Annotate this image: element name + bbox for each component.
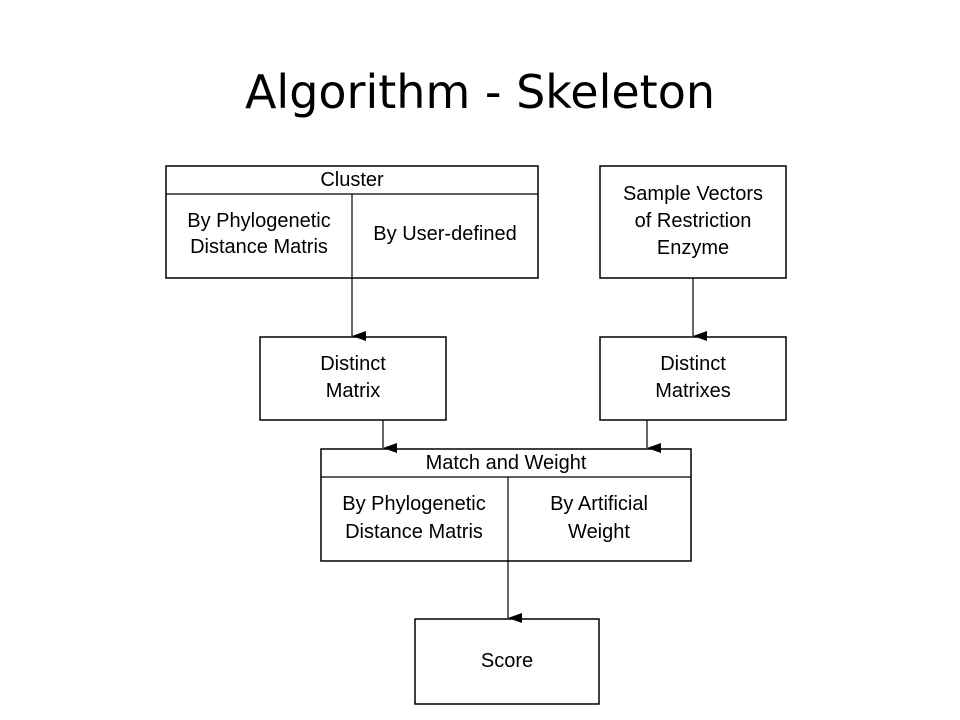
distinct-matrixes-line-1: Distinct	[660, 353, 726, 375]
cluster-node: Cluster By Phylogenetic Distance Matris …	[165, 165, 539, 279]
cluster-left-line-2: Distance Matris	[190, 236, 328, 258]
match-weight-left-line-2: Distance Matris	[345, 521, 483, 543]
distinct-matrix-line-1: Distinct	[320, 353, 386, 375]
sample-vectors-node: Sample Vectors of Restriction Enzyme	[599, 165, 787, 279]
match-weight-right-line-2: Weight	[568, 521, 630, 543]
match-weight-header: Match and Weight	[426, 452, 587, 474]
distinct-matrix-line-2: Matrix	[326, 380, 380, 402]
distinct-matrixes-line-2: Matrixes	[655, 380, 731, 402]
distinct-matrix-node: Distinct Matrix	[259, 336, 447, 421]
match-weight-node: Match and Weight By Phylogenetic Distanc…	[320, 448, 692, 562]
score-label: Score	[481, 650, 533, 672]
match-weight-left-line-1: By Phylogenetic	[342, 493, 485, 515]
sample-vectors-line-3: Enzyme	[657, 237, 729, 259]
distinct-matrixes-node: Distinct Matrixes	[599, 336, 787, 421]
match-weight-right-line-1: By Artificial	[550, 493, 648, 515]
sample-vectors-line-1: Sample Vectors	[623, 183, 763, 205]
cluster-header: Cluster	[320, 169, 384, 191]
page-title: Algorithm - Skeleton	[244, 65, 716, 119]
score-node: Score	[414, 618, 600, 705]
cluster-right-line-1: By User-defined	[373, 223, 516, 245]
sample-vectors-line-2: of Restriction	[635, 210, 752, 232]
cluster-left-line-1: By Phylogenetic	[187, 210, 330, 232]
